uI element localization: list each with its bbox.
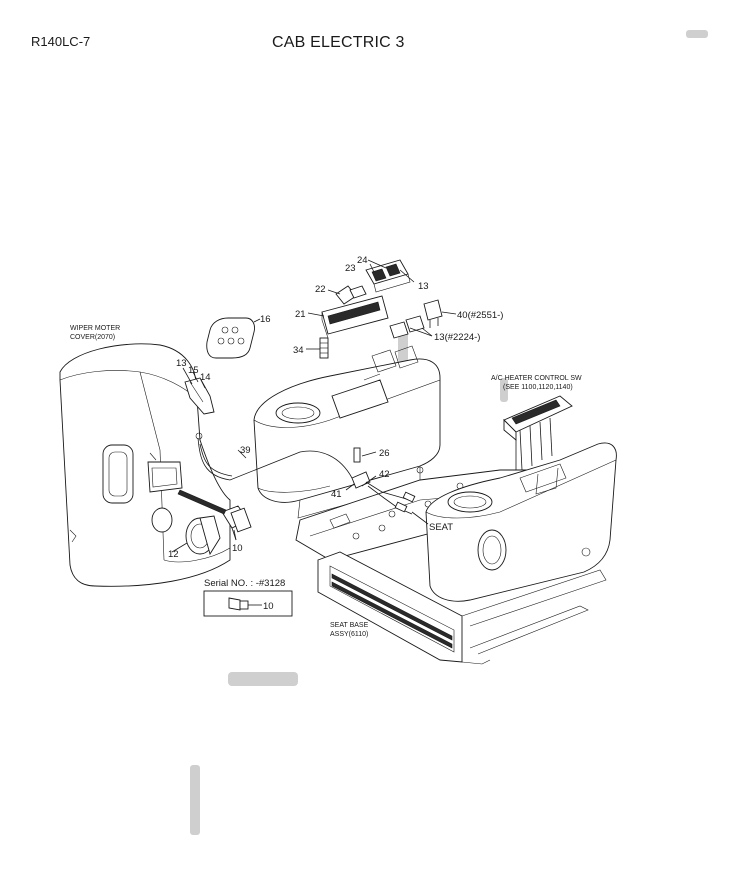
wiper-motor-cover [59, 343, 231, 587]
wire-harness-39 [195, 432, 353, 481]
wiper-cover-label-line2: COVER(2070) [70, 334, 115, 341]
switch-panel-main [321, 285, 389, 339]
part-15-label: 15 [188, 365, 199, 376]
part-24-label: 24 [357, 255, 368, 266]
switch-panel-upper [365, 259, 411, 293]
part-34-label: 34 [293, 345, 304, 356]
part-numbers: 24 23 13 22 21 16 40(#2551-) 13(#2224-) … [168, 255, 503, 612]
part-13-label: 13 [418, 281, 429, 292]
wiper-cover-label-line1: WIPER MOTER [70, 325, 120, 332]
part-13-variant-label: 13(#2224-) [434, 332, 480, 343]
part-39-label: 39 [240, 445, 251, 456]
seat-base-assy [317, 551, 607, 665]
seat-base-label-line1: SEAT BASE [330, 622, 369, 629]
seat-label: SEAT [429, 522, 453, 533]
serial-number-note: Serial NO. : -#3128 [204, 578, 285, 589]
blank-switch-covers [389, 315, 425, 339]
cigar-lighter [177, 489, 252, 541]
part-12-label: 12 [168, 549, 179, 560]
watermark-smudges [190, 30, 708, 835]
part-40-label: 40(#2551-) [457, 310, 503, 321]
switch-cluster-left [182, 367, 215, 415]
part-42-label: 42 [379, 469, 390, 480]
ac-heater-label-line2: (SEE 1100,1120,1140) [503, 384, 573, 391]
leader-lines [231, 259, 457, 541]
harness-connectors [351, 447, 429, 525]
part-14-label: 14 [200, 372, 211, 383]
part-26-label: 26 [379, 448, 390, 459]
control-plate [206, 317, 261, 359]
model-number: R140LC-7 [31, 34, 91, 49]
bolt-34 [319, 337, 329, 359]
serial-inset-box [203, 590, 293, 617]
part-10-label: 10 [232, 543, 243, 554]
right-console-box [425, 442, 617, 602]
part-23-label: 23 [345, 263, 356, 274]
part-16-label: 16 [260, 314, 271, 325]
seat-base-label-line2: ASSY(6110) [330, 631, 368, 638]
rocker-switch-40 [423, 299, 443, 328]
part-41-label: 41 [331, 489, 342, 500]
part-22-label: 22 [315, 284, 326, 295]
part-10-inset-label: 10 [263, 601, 274, 612]
annotations: WIPER MOTER COVER(2070) A/C HEATER CONTR… [70, 325, 582, 638]
ac-heater-label-line1: A/C HEATER CONTROL SW [491, 375, 582, 382]
ac-heater-control-switch [503, 395, 573, 471]
hour-meter-gauge [171, 515, 221, 556]
page-title: CAB ELECTRIC 3 [272, 34, 405, 51]
part-21-label: 21 [295, 309, 306, 320]
part-13-left-label: 13 [176, 358, 187, 369]
